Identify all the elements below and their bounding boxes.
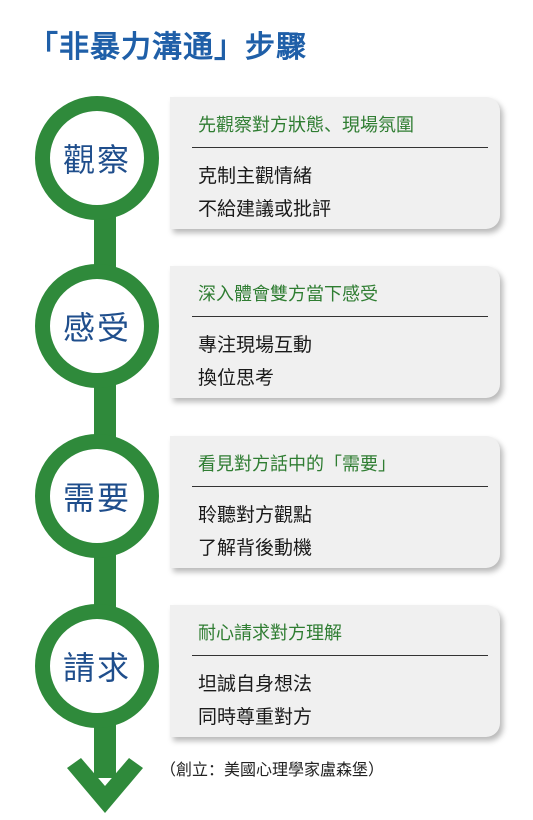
step-heading: 深入體會雙方當下感受 [198, 284, 378, 305]
step-circle-request: 請求 [35, 604, 159, 728]
step-card-observe: 先觀察對方狀態、現場氛圍 克制主觀情緒 不給建議或批評 [170, 97, 500, 229]
step-heading: 先觀察對方狀態、現場氛圍 [198, 115, 414, 136]
divider [192, 486, 488, 487]
step-detail: 專注現場互動 [198, 334, 313, 356]
step-card-request: 耐心請求對方理解 坦誠自身想法 同時尊重對方 [170, 605, 500, 737]
divider [192, 147, 488, 148]
step-detail: 坦誠自身想法 [198, 673, 313, 695]
step-label: 需要 [62, 479, 131, 517]
page-title: 「非暴力溝通」步驟 [28, 30, 307, 65]
divider [192, 316, 488, 317]
step-circle-need: 需要 [35, 434, 159, 558]
step-circle-feel: 感受 [35, 264, 159, 388]
step-detail: 同時尊重對方 [198, 706, 313, 728]
step-label: 請求 [62, 649, 131, 687]
step-label: 觀察 [62, 141, 131, 179]
step-detail: 不給建議或批評 [198, 198, 332, 220]
step-detail: 克制主觀情緒 [198, 165, 313, 187]
step-circle-observe: 觀察 [35, 96, 159, 220]
step-card-feel: 深入體會雙方當下感受 專注現場互動 換位思考 [170, 266, 500, 398]
down-arrow-icon [67, 718, 143, 813]
step-detail: 換位思考 [198, 367, 275, 389]
step-heading: 耐心請求對方理解 [198, 623, 342, 644]
step-card-need: 看見對方話中的「需要」 聆聽對方觀點 了解背後動機 [170, 436, 500, 568]
divider [192, 655, 488, 656]
step-detail: 了解背後動機 [198, 537, 313, 559]
step-detail: 聆聽對方觀點 [198, 504, 313, 526]
credit-note: （創立：美國心理學家盧森堡） [160, 760, 385, 779]
step-heading: 看見對方話中的「需要」 [198, 454, 396, 475]
step-label: 感受 [62, 309, 131, 347]
